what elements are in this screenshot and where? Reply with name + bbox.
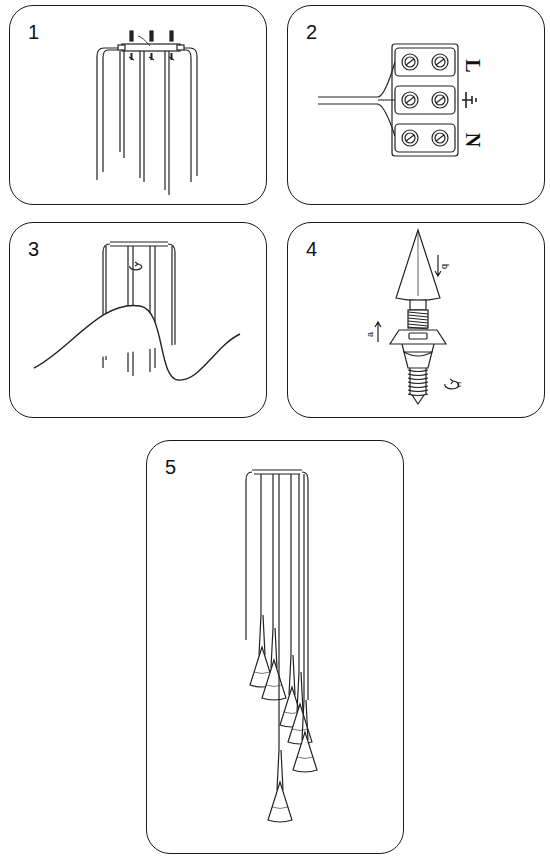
step-number: 3 xyxy=(28,239,266,259)
mounting-plate xyxy=(97,31,197,195)
step-panel: 1 xyxy=(9,5,267,205)
step-panel: 5 xyxy=(146,440,404,854)
step-letter: c xyxy=(457,380,462,389)
step-letter: b xyxy=(440,264,449,269)
terminal-label: L xyxy=(463,59,483,72)
terminal-block xyxy=(318,44,476,156)
shade-and-bulb xyxy=(375,230,459,404)
pendant-lamp xyxy=(246,470,317,822)
step-panel: 2 xyxy=(287,5,545,205)
step-panel: 4 xyxy=(287,222,545,418)
step-panel: 3 xyxy=(9,222,267,418)
canopy-assembly xyxy=(34,242,240,380)
step-number: 5 xyxy=(165,457,403,477)
step-letter: a xyxy=(366,332,375,337)
step-number: 1 xyxy=(28,22,266,42)
step-number: 2 xyxy=(306,22,544,42)
step-number: 4 xyxy=(306,239,544,259)
terminal-label: N xyxy=(463,133,483,147)
